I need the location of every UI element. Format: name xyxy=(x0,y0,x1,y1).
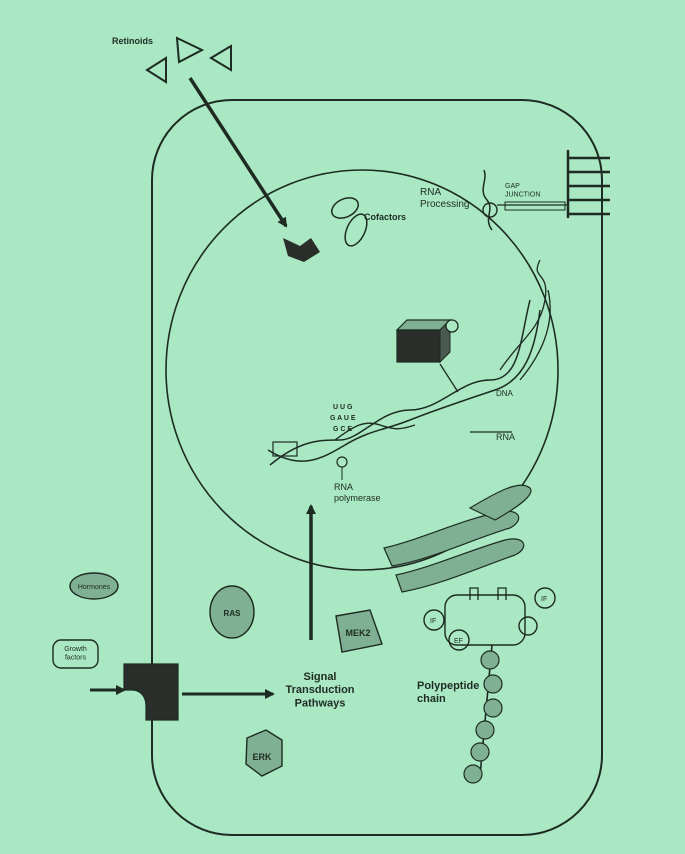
tf-box-front xyxy=(397,330,440,362)
amino-acid-3 xyxy=(484,699,502,717)
tf-pointer xyxy=(440,364,458,392)
rna-strand xyxy=(483,170,492,230)
retinoid-triangle-3 xyxy=(211,46,231,70)
label-hormones: Hormones xyxy=(78,584,111,591)
amino-acid-5 xyxy=(471,743,489,761)
label-if-left: IF xyxy=(430,618,436,625)
membrane-receptor xyxy=(124,664,178,720)
gap-junction-box xyxy=(505,202,565,210)
label-ef: EF xyxy=(454,638,463,645)
er-fold-3 xyxy=(470,485,531,520)
trna-2 xyxy=(498,588,506,600)
retinoid-triangle-1 xyxy=(177,38,202,62)
retinoid-triangle-2 xyxy=(147,58,166,82)
label-rna: RNA xyxy=(496,432,515,442)
amino-acid-4 xyxy=(476,721,494,739)
label-retinoids: Retinoids xyxy=(112,36,153,46)
cofactor-shape-1 xyxy=(329,194,362,222)
phosphate-circle xyxy=(446,320,458,332)
polymerase-circle xyxy=(337,457,347,467)
label-dna: DNA xyxy=(496,389,514,398)
receptor-shape xyxy=(283,238,320,262)
label-codon-mid: G A U E xyxy=(330,415,356,422)
label-mek2: MEK2 xyxy=(345,628,370,638)
amino-acid-6 xyxy=(464,765,482,783)
amino-acid-2 xyxy=(484,675,502,693)
amino-acid-1 xyxy=(481,651,499,669)
trna-1 xyxy=(470,588,478,600)
label-ras: RAS xyxy=(224,609,242,618)
label-cofactors: Cofactors xyxy=(364,212,406,222)
label-codon-top: U U G xyxy=(333,404,353,411)
label-if-right: IF xyxy=(541,596,547,603)
label-codon-bottom: G C E xyxy=(333,426,352,433)
ribosome-small-circle xyxy=(519,617,537,635)
label-erk: ERK xyxy=(252,752,272,762)
dna-strand-1 xyxy=(270,300,530,465)
